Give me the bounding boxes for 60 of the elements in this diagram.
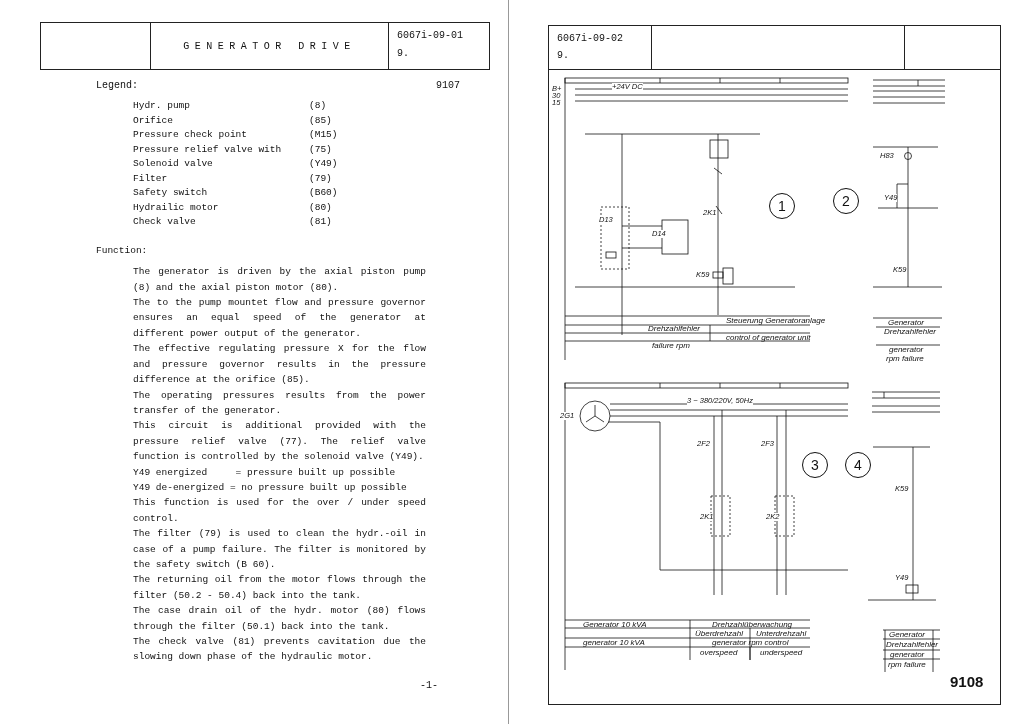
document-number: 6067i-09-02 bbox=[557, 32, 624, 46]
paragraph: The generator is driven by the axial piston pump (8) and the axial piston motor (80). bbox=[133, 265, 426, 295]
part-number: (M15) bbox=[309, 128, 339, 142]
paragraph: The filter (79) is used to clean the hydr.-oil in case of a pump failure. The filter is monitored by the safety switch (B 60). bbox=[133, 527, 426, 572]
page-code: 9108 bbox=[950, 673, 984, 690]
title-block-text: generator rpm control bbox=[712, 639, 789, 647]
part-name: Pressure relief valve with bbox=[133, 142, 283, 157]
part-number: (Y49) bbox=[309, 157, 339, 171]
title-block-text: Drehzahlüberwachung bbox=[712, 620, 793, 629]
title-block-text: generator bbox=[889, 346, 924, 354]
paragraph: This circuit is additional provided with the pressure relief valve (77). The relief valve function is controlled by the solenoid valve (Y49). bbox=[133, 419, 426, 465]
paragraph: The case drain oil of the hydr. motor (80) flows through the filter (50.1) back into the tank. bbox=[133, 604, 426, 634]
part-number: (75) bbox=[309, 142, 333, 157]
title-block-text: Überdrehzahl bbox=[695, 629, 744, 638]
title-block-text: Generator bbox=[889, 631, 926, 639]
paragraph: Y49 de-energized = no pressure built up possible bbox=[133, 480, 408, 495]
part-name: Safety switch bbox=[133, 186, 209, 200]
part-name: Hydr. pump bbox=[133, 99, 191, 113]
paragraph: The returning oil from the motor flows through the filter (50.2 - 50.4) back into the tank. bbox=[133, 573, 426, 603]
title-block-text: generator bbox=[890, 651, 925, 659]
part-name: Check valve bbox=[133, 215, 197, 229]
page-number: -1- bbox=[420, 680, 438, 691]
part-name: Pressure check point bbox=[133, 128, 249, 142]
part-name: Solenoid valve bbox=[133, 157, 214, 171]
title-block-text: Unterdrehzahl bbox=[756, 629, 807, 638]
document-title: GENERATOR DRIVE bbox=[183, 39, 356, 54]
part-number: (80) bbox=[309, 200, 333, 215]
part-number: (8) bbox=[309, 99, 328, 113]
paragraph: Y49 energized = pressure built up possible bbox=[133, 465, 397, 480]
title-block-text: generator 10 kVA bbox=[583, 639, 645, 647]
title-block-text: rpm failure bbox=[886, 355, 924, 363]
title-block-text: Generator bbox=[888, 319, 925, 327]
section-number: 9. bbox=[557, 49, 570, 63]
title-block-text: Drehzahlfehler bbox=[648, 325, 701, 333]
title-block-text: failure rpm bbox=[652, 342, 690, 350]
title-block-text: Drehzahlfehler bbox=[884, 328, 937, 336]
part-number: (81) bbox=[309, 215, 333, 229]
page-code: 9107 bbox=[436, 79, 460, 93]
paragraph: The to the pump mountet flow and pressure governor ensures an equal speed of the generator at different power output of the generator. bbox=[133, 296, 426, 341]
section-heading: Legend: bbox=[96, 79, 138, 93]
title-block-text: underspeed bbox=[760, 648, 803, 657]
title-block-text: control of generator unit bbox=[726, 333, 811, 342]
paragraph: The operating pressures results from the power transfer of the generator. bbox=[133, 388, 426, 418]
title-block-text: rpm failure bbox=[888, 660, 926, 669]
part-name: Filter bbox=[133, 171, 169, 186]
part-number: (85) bbox=[309, 113, 333, 128]
part-number: (B60) bbox=[309, 186, 339, 200]
document-number: 6067i-09-01 bbox=[397, 29, 464, 43]
section-number: 9. bbox=[397, 47, 410, 61]
title-block-text: Generator 10 kVA bbox=[583, 620, 647, 629]
paragraph: The effective regulating pressure X for the flow and pressure governor results in the pressure difference at the orifice (85). bbox=[133, 342, 426, 388]
section-heading: Function: bbox=[96, 244, 149, 258]
part-name: Orifice bbox=[133, 113, 174, 128]
part-number: (79) bbox=[309, 171, 333, 186]
part-name: Hydrailic motor bbox=[133, 200, 220, 215]
paragraph: The check valve (81) prevents cavitation due the slowing down phase of the hydraulic motor. bbox=[133, 635, 426, 665]
title-block-text: overspeed bbox=[700, 648, 738, 657]
title-block-text: Drehzahlfehler bbox=[886, 640, 939, 649]
paragraph: This function is used for the over / under speed control. bbox=[133, 496, 426, 526]
title-block-text: Steuerung Generatoranlage bbox=[726, 316, 826, 325]
